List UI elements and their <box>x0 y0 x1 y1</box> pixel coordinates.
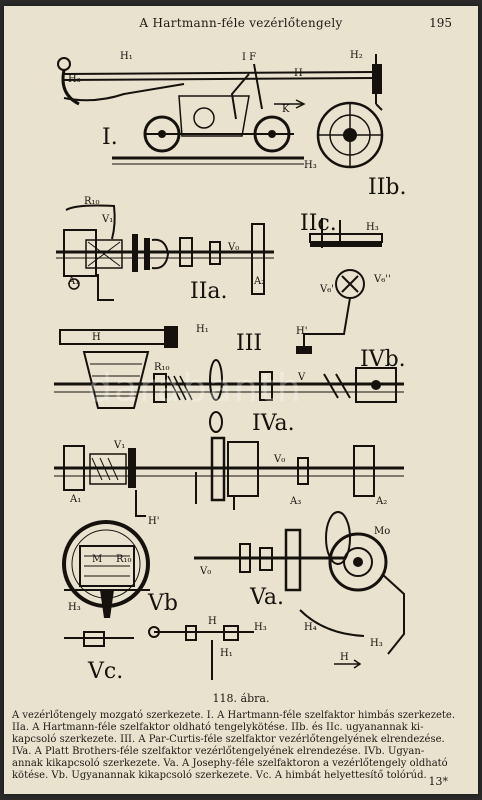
figure-IVa-drawing <box>54 436 404 517</box>
svg-text:H₂: H₂ <box>350 50 363 61</box>
svg-text:H: H <box>294 68 303 79</box>
svg-text:V₁: V₁ <box>113 440 125 451</box>
svg-text:V₁: V₁ <box>101 214 113 225</box>
book-page: A Hartmann-féle vezérlőtengely 195 <box>4 6 478 794</box>
svg-text:H': H' <box>148 516 159 527</box>
svg-text:A₂: A₂ <box>375 496 387 507</box>
label-figure-I: I. <box>102 125 118 150</box>
svg-text:H₁: H₁ <box>120 51 133 62</box>
label-figure-Vc: Vc. <box>87 659 123 684</box>
svg-text:A₃: A₃ <box>289 496 301 507</box>
label-figure-IIc: IIc. <box>300 211 337 236</box>
svg-text:K: K <box>282 104 290 115</box>
figure-Va-drawing <box>194 511 405 669</box>
svg-text:H₃: H₃ <box>68 74 81 85</box>
figure-III-drawing <box>54 326 404 433</box>
svg-text:R₁₀: R₁₀ <box>116 554 132 565</box>
svg-text:V₀: V₀ <box>199 566 211 577</box>
label-figure-III: III <box>236 331 262 356</box>
caption-line: kötése. Vb. Ugyanannak kikapcsoló szerke… <box>12 770 427 781</box>
figure-Vc-drawing <box>64 625 254 680</box>
caption-line: A vezérlőtengely mozgató szerkezete. I. … <box>12 710 456 721</box>
caption-line: IVa. A Platt Brothers-féle szelfaktor ve… <box>12 746 425 757</box>
figure-I-drawing <box>57 54 384 169</box>
svg-text:Mo: Mo <box>374 526 390 537</box>
label-figure-IIb: IIb. <box>368 175 406 200</box>
svg-text:I F: I F <box>242 52 256 63</box>
figure-IIc-drawing <box>309 218 383 248</box>
running-title: A Hartmann-féle vezérlőtengely <box>139 16 343 30</box>
svg-text:H': H' <box>296 326 307 337</box>
svg-text:A₂: A₂ <box>253 276 265 287</box>
svg-text:H₁: H₁ <box>196 324 209 335</box>
svg-text:H₁: H₁ <box>220 648 233 659</box>
figure-caption: A vezérlőtengely mozgató szerkezete. I. … <box>12 710 468 782</box>
svg-text:R₁₀: R₁₀ <box>154 362 170 373</box>
svg-text:V₀: V₀ <box>273 454 285 465</box>
mechanism-illustration-plate: I. H₁ H₃ I F H₂ H K H₃ IIb. IIa. R₁₀ V₁ <box>54 50 406 684</box>
svg-text:V₆': V₆' <box>319 284 334 295</box>
svg-text:H₃: H₃ <box>254 622 267 633</box>
caption-line: kapcsoló szerkezete. III. A Par-Curtis-f… <box>12 734 445 745</box>
label-figure-IIa: IIa. <box>190 279 228 304</box>
svg-text:H₃: H₃ <box>366 222 379 233</box>
running-header: A Hartmann-féle vezérlőtengely 195 <box>4 16 478 36</box>
svg-text:A₁: A₁ <box>69 494 81 505</box>
label-figure-Vb: Vb <box>147 591 178 616</box>
page-number: 195 <box>429 16 452 30</box>
watermark: darabanth <box>88 366 303 410</box>
svg-text:M: M <box>92 554 102 565</box>
figure-Vb-drawing <box>62 520 150 618</box>
svg-text:H₄: H₄ <box>304 622 317 633</box>
svg-text:H: H <box>340 652 349 663</box>
figure-IVb-drawing <box>296 269 365 354</box>
label-figure-IVa: IVa. <box>252 411 295 436</box>
svg-text:V₀: V₀ <box>227 242 239 253</box>
svg-text:H₃: H₃ <box>68 602 81 613</box>
label-figure-IVb: IVb. <box>360 347 406 372</box>
caption-line: annak kikapcsoló szerkezete. Va. A Josep… <box>12 758 448 769</box>
figure-IIa-drawing <box>56 204 274 301</box>
svg-text:A₁: A₁ <box>67 276 79 287</box>
svg-text:H₃: H₃ <box>370 638 383 649</box>
label-figure-Va: Va. <box>249 585 284 610</box>
svg-text:H: H <box>92 332 101 343</box>
svg-text:V₆'': V₆'' <box>373 274 391 285</box>
footer-signature: 13* <box>428 775 449 788</box>
svg-text:H₃: H₃ <box>304 160 317 171</box>
caption-line: IIa. A Hartmann-féle szelfaktor oldható … <box>12 722 424 733</box>
svg-text:R₁₀: R₁₀ <box>84 196 100 207</box>
svg-text:H: H <box>208 616 217 627</box>
svg-text:V: V <box>297 372 306 383</box>
figure-number: 118. ábra. <box>212 692 270 705</box>
